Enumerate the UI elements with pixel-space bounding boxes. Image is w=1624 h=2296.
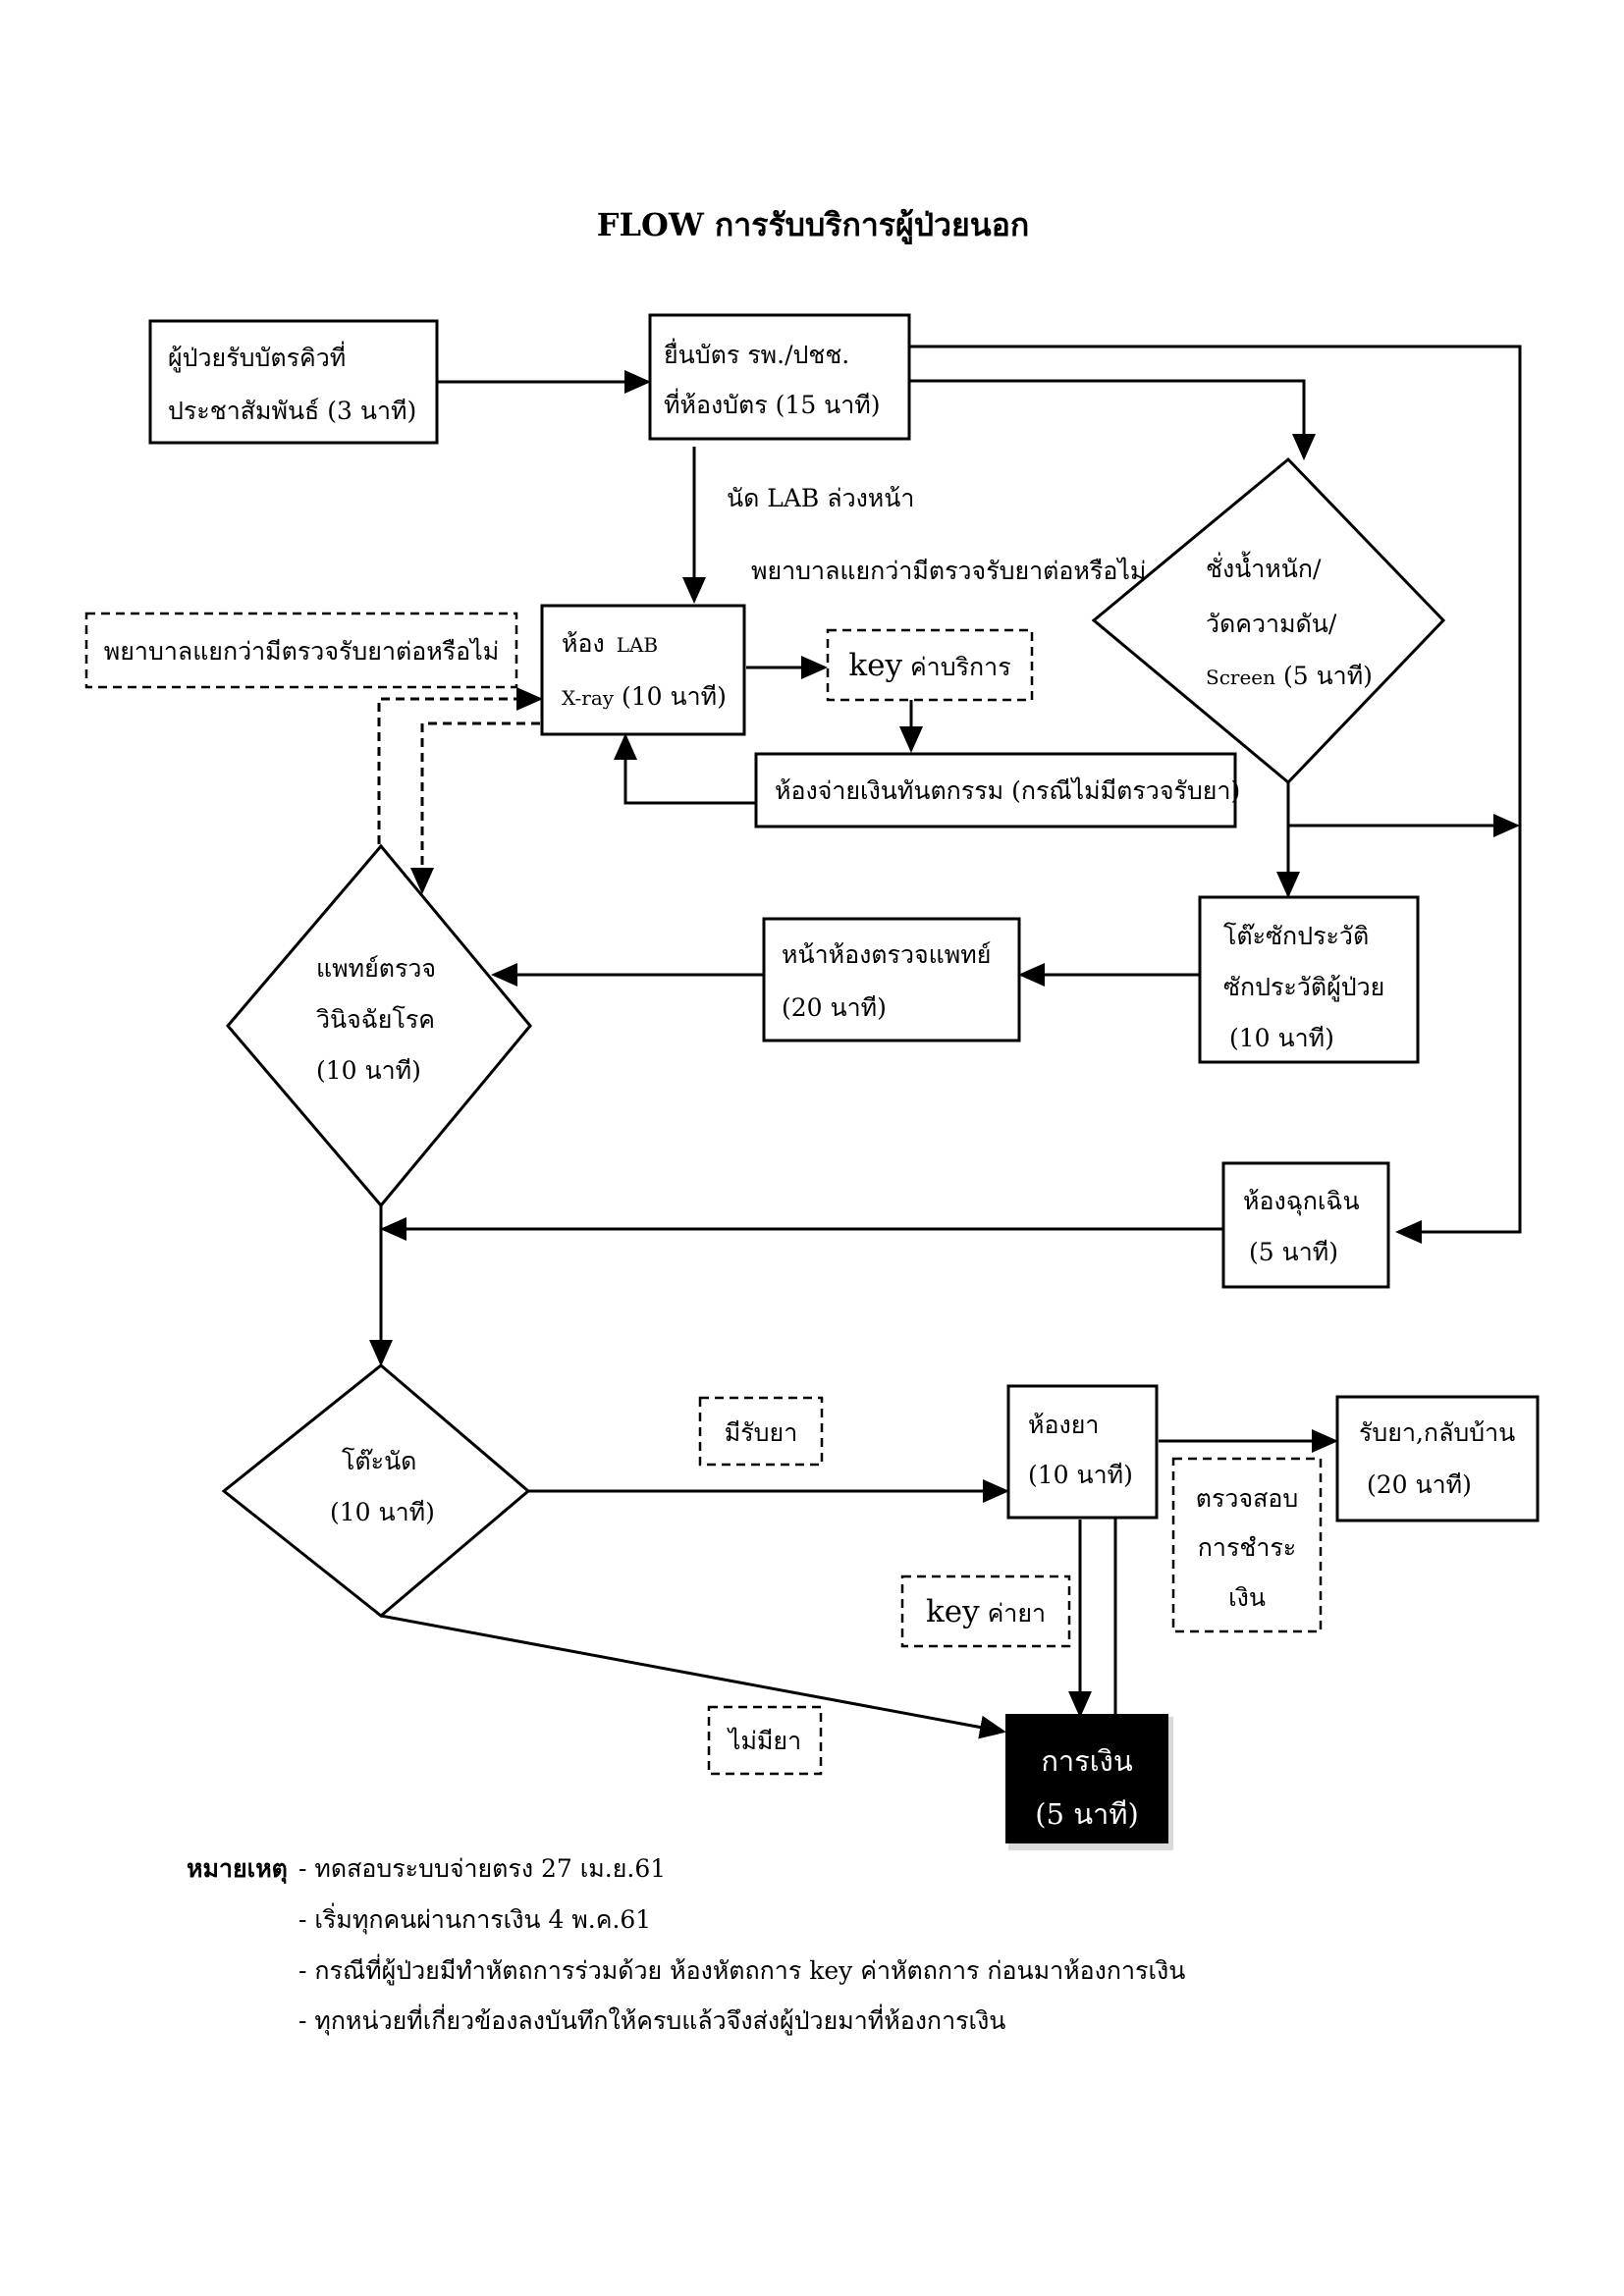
node-weigh-line1: ชั่งน้ำหนัก/ bbox=[1206, 551, 1322, 583]
note-nurse-left-text: พยาบาลแยกว่ามีตรวจรับยาต่อหรือไม่ bbox=[104, 637, 499, 666]
node-doctor-line3: (10 นาที) bbox=[316, 1056, 421, 1085]
node-queue-line2: ประชาสัมพันธ์ (3 นาที) bbox=[168, 397, 416, 425]
node-doctor: แพทย์ตรวจ วินิจฉัยโรค (10 นาที) bbox=[226, 843, 532, 1208]
node-queue-line1: ผู้ป่วยรับบัตรคิวที่ bbox=[168, 341, 346, 373]
node-exam-front-line1: หน้าห้องตรวจแพทย์ bbox=[782, 940, 991, 969]
note-key-service: key ค่าบริการ bbox=[826, 628, 1034, 702]
note-check-payment: ตรวจสอบ การชำระ เงิน bbox=[1171, 1457, 1323, 1633]
node-history-line3: (10 นาที) bbox=[1229, 1024, 1334, 1052]
node-lab-line2: X-ray (10 นาที) bbox=[562, 682, 727, 711]
node-history: โต๊ะซักประวัติ ซักประวัติผู้ป่วย (10 นาท… bbox=[1198, 895, 1420, 1064]
connectors bbox=[369, 345, 1522, 1739]
node-weigh: ชั่งน้ำหนัก/ วัดความดัน/ Screen (5 นาที) bbox=[1091, 456, 1446, 785]
node-weigh-line3: Screen (5 นาที) bbox=[1206, 662, 1373, 690]
page-title: FLOW การรับบริการผู้ป่วยนอก bbox=[597, 206, 1029, 245]
label-nurse-top: พยาบาลแยกว่ามีตรวจรับยาต่อหรือไม่ bbox=[751, 557, 1146, 585]
node-pharmacy-line2: (10 นาที) bbox=[1028, 1461, 1133, 1489]
node-exam-front-line2: (20 นาที) bbox=[782, 993, 887, 1022]
node-emergency: ห้องฉุกเฉิน (5 นาที) bbox=[1221, 1161, 1390, 1289]
label-lab-appointment: นัด LAB ล่วงหน้า bbox=[727, 484, 914, 512]
node-appointment-line2: (10 นาที) bbox=[330, 1498, 435, 1526]
node-pharmacy-line1: ห้องยา bbox=[1028, 1411, 1099, 1439]
node-history-line2: ซักประวัติผู้ป่วย bbox=[1223, 973, 1384, 1002]
node-exam-front: หน้าห้องตรวจแพทย์ (20 นาที) bbox=[762, 917, 1021, 1042]
note-check-payment-line1: ตรวจสอบ bbox=[1196, 1484, 1299, 1513]
remarks: หมายเหตุ - ทดสอบระบบจ่ายตรง 27 เม.ย.61 -… bbox=[187, 1854, 1185, 2036]
node-card: ยื่นบัตร รพ./ปชช. ที่ห้องบัตร (15 นาที) bbox=[648, 313, 911, 441]
dashed-lab-to-doctor bbox=[410, 721, 540, 894]
node-emergency-line2: (5 นาที) bbox=[1249, 1238, 1338, 1266]
note-check-payment-line2: การชำระ bbox=[1198, 1533, 1296, 1562]
node-emergency-line1: ห้องฉุกเฉิน bbox=[1243, 1187, 1360, 1216]
node-history-line1: โต๊ะซักประวัติ bbox=[1223, 922, 1369, 950]
line-card-to-right-edge bbox=[909, 345, 1522, 1244]
remarks-heading: หมายเหตุ bbox=[187, 1854, 288, 1885]
node-appointment: โต๊ะนัด (10 นาที) bbox=[221, 1363, 531, 1618]
note-nurse-left: พยาบาลแยกว่ามีตรวจรับยาต่อหรือไม่ bbox=[84, 612, 518, 689]
node-card-line2: ที่ห้องบัตร (15 นาที) bbox=[664, 388, 881, 419]
note-no-drug-text: ไม่มียา bbox=[727, 1727, 801, 1755]
node-finance-line1: การเงิน bbox=[1041, 1744, 1132, 1778]
node-go-home-line1: รับยา,กลับบ้าน bbox=[1359, 1418, 1515, 1447]
remarks-item-1: - ทดสอบระบบจ่ายตรง 27 เม.ย.61 bbox=[298, 1854, 666, 1883]
node-pharmacy: ห้องยา (10 นาที) bbox=[1006, 1384, 1159, 1520]
remarks-item-4: - ทุกหน่วยที่เกี่ยวข้องลงบันทึกให้ครบแล้… bbox=[298, 2003, 1005, 2036]
node-doctor-line2: วินิจฉัยโรค bbox=[316, 1005, 435, 1034]
note-has-drug: มีรับยา bbox=[698, 1396, 824, 1467]
node-finance: การเงิน (5 นาที) bbox=[1005, 1714, 1173, 1850]
node-card-line1: ยื่นบัตร รพ./ปชช. bbox=[664, 338, 849, 369]
node-go-home-line2: (20 นาที) bbox=[1367, 1470, 1472, 1499]
remarks-item-3: - กรณีที่ผู้ป่วยมีทำหัตถการร่วมด้วย ห้อง… bbox=[298, 1953, 1185, 1986]
note-no-drug: ไม่มียา bbox=[707, 1705, 823, 1776]
node-go-home: รับยา,กลับบ้าน (20 นาที) bbox=[1335, 1395, 1540, 1522]
arrow-appointment-to-finance bbox=[380, 1614, 1006, 1739]
node-dental-pay: ห้องจ่ายเงินทันตกรรม (กรณีไม่มีตรวจรับยา… bbox=[754, 752, 1240, 828]
node-appointment-line1: โต๊ะนัด bbox=[342, 1447, 416, 1475]
note-key-drug-text: key ค่ายา bbox=[926, 1594, 1046, 1629]
dashed-doctor-to-lab bbox=[377, 687, 543, 844]
note-has-drug-text: มีรับยา bbox=[725, 1418, 797, 1447]
note-key-service-text: key ค่าบริการ bbox=[848, 648, 1010, 683]
node-queue: ผู้ป่วยรับบัตรคิวที่ ประชาสัมพันธ์ (3 นา… bbox=[148, 319, 439, 445]
node-finance-line2: (5 นาที) bbox=[1035, 1797, 1139, 1831]
arrow-dental-to-lab bbox=[614, 733, 756, 805]
note-key-drug: key ค่ายา bbox=[900, 1575, 1071, 1648]
arrow-card-to-weigh bbox=[909, 379, 1316, 460]
node-doctor-line1: แพทย์ตรวจ bbox=[316, 954, 436, 983]
node-dental-pay-text: ห้องจ่ายเงินทันตกรรม (กรณีไม่มีตรวจรับยา… bbox=[775, 776, 1240, 805]
node-weigh-line2: วัดความดัน/ bbox=[1206, 610, 1337, 638]
remarks-item-2: - เริ่มทุกคนผ่านการเงิน 4 พ.ค.61 bbox=[298, 1902, 651, 1935]
note-check-payment-line3: เงิน bbox=[1228, 1583, 1266, 1612]
